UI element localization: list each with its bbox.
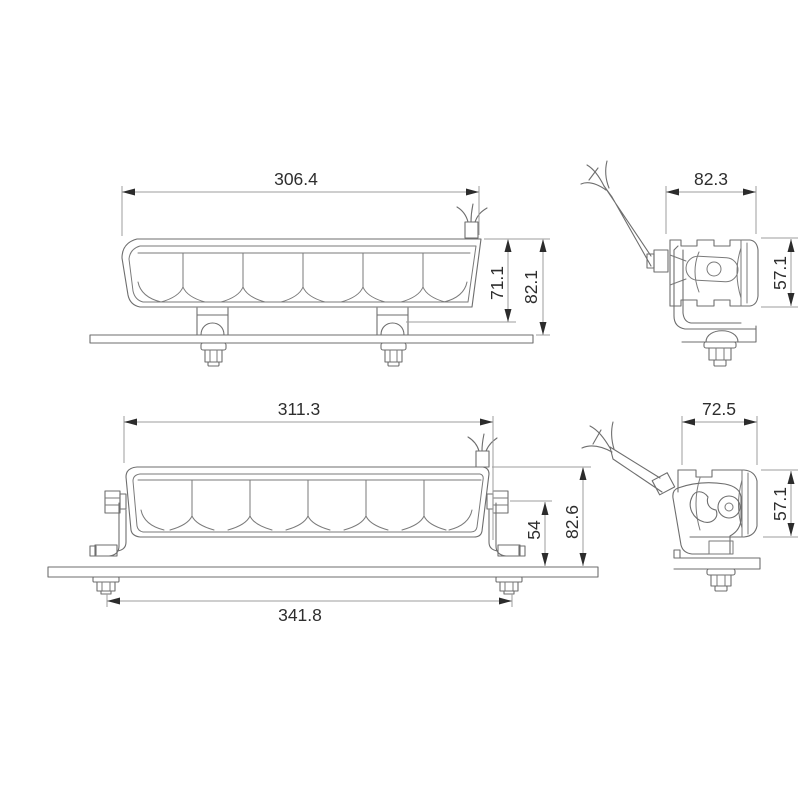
dim-label-total-height-v2: 82.6 xyxy=(562,505,582,539)
mounting-bolt xyxy=(200,342,227,367)
view-variant2-front: 311.3 54 82.6 341.8 xyxy=(47,399,599,625)
mounting-bolt xyxy=(706,568,736,592)
bar-body xyxy=(121,238,482,308)
dim-mount-width: 341.8 xyxy=(106,594,513,625)
dim-label-mount-width-v2: 341.8 xyxy=(278,605,322,625)
dim-label-body-height-v1: 71.1 xyxy=(487,266,507,300)
dim-label-total-height-v1: 82.1 xyxy=(521,270,541,304)
bar-body-side xyxy=(677,469,758,538)
dim-width: 311.3 xyxy=(123,399,494,540)
cable-gland xyxy=(464,221,479,239)
view-variant1-front: 306.4 71.1 82.1 xyxy=(89,169,550,367)
dim-width: 306.4 xyxy=(121,169,480,236)
view-variant2-side: 72.5 57.1 xyxy=(581,399,798,592)
dim-label-bolt-height-v2: 54 xyxy=(524,520,544,540)
dim-total-height: 82.6 xyxy=(492,466,591,566)
dim-total-height: 82.1 xyxy=(521,239,550,336)
dim-height: 57.1 xyxy=(761,469,798,538)
mounting-bolt xyxy=(703,341,737,367)
dim-height: 57.1 xyxy=(761,237,798,308)
end-bracket xyxy=(488,502,526,595)
pivot-bracket xyxy=(672,482,742,555)
cable-wires xyxy=(581,421,663,493)
lens-segments xyxy=(140,479,473,531)
cable-wires xyxy=(456,203,488,223)
view-variant1-side: 82.3 57.1 xyxy=(580,160,798,367)
dim-label-width-v2: 311.3 xyxy=(278,399,321,419)
cable-gland xyxy=(646,249,669,273)
mounting-brackets xyxy=(196,307,409,336)
end-bracket xyxy=(89,502,127,595)
side-bolt xyxy=(486,490,509,514)
mounting-bracket-side xyxy=(673,245,757,343)
side-bolt xyxy=(104,490,127,514)
cable-gland xyxy=(475,450,490,468)
dim-width: 82.3 xyxy=(665,169,757,234)
dim-label-width-v2-side: 72.5 xyxy=(702,399,736,419)
bar-body-side xyxy=(669,239,759,307)
cable-wires xyxy=(580,160,652,267)
dim-body-height: 71.1 xyxy=(406,238,550,323)
dim-width: 72.5 xyxy=(681,399,758,465)
mounting-plate xyxy=(89,334,534,344)
cable-gland xyxy=(651,472,676,496)
dim-label-width-v1-side: 82.3 xyxy=(694,169,728,189)
lens-segments xyxy=(137,252,468,303)
dim-label-height-v2-side: 57.1 xyxy=(770,487,790,521)
mounting-bolt xyxy=(380,342,407,367)
dim-label-height-v1-side: 57.1 xyxy=(770,256,790,290)
dim-bolt-height: 54 xyxy=(510,500,552,566)
dim-label-width-v1: 306.4 xyxy=(274,169,318,189)
cable-wires xyxy=(467,433,498,452)
mounting-plate xyxy=(47,566,599,578)
